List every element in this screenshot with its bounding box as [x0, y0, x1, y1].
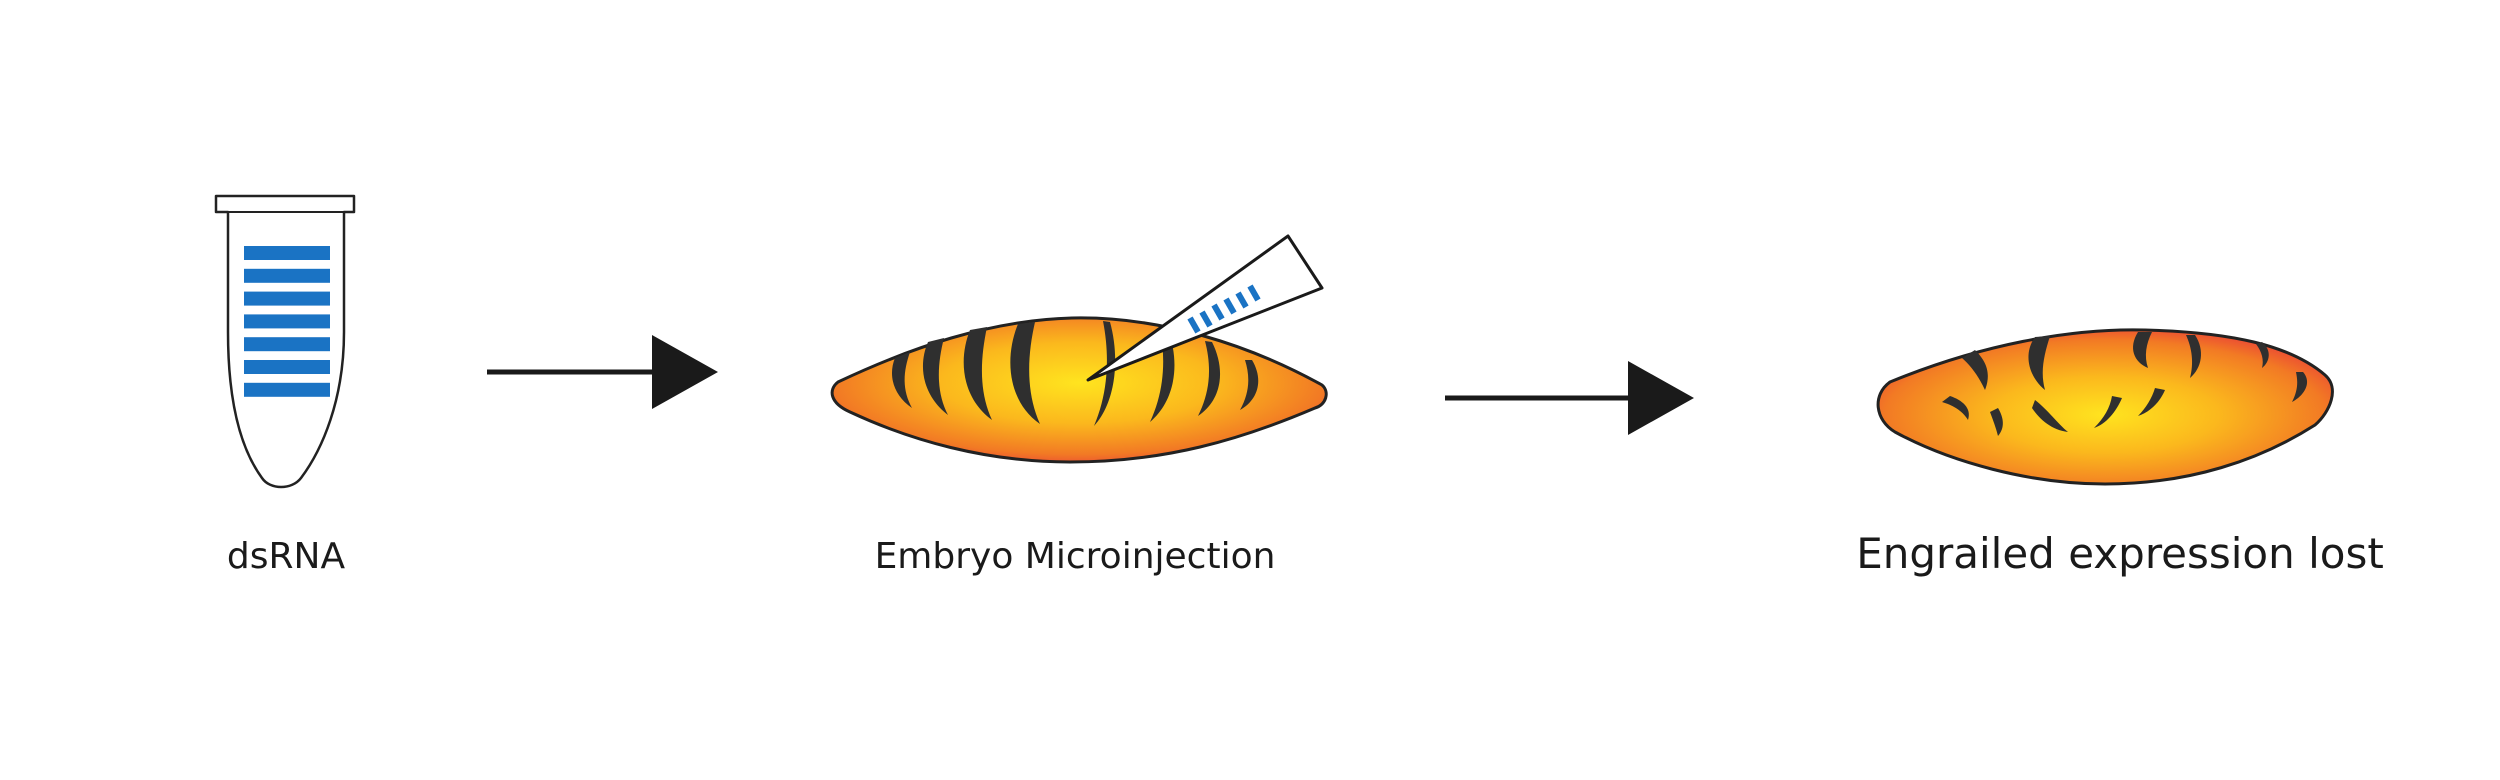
step-label-microinjection: Embryo Microinjection: [875, 536, 1276, 577]
dsrna-band: [244, 291, 330, 306]
step-dsrna: dsRNA: [214, 194, 356, 577]
embryo-injected: [830, 316, 1328, 464]
dsrna-band: [244, 268, 330, 283]
arrow-right-icon: [487, 335, 718, 409]
arrow-right-icon: [1445, 361, 1694, 435]
embryo-phenotype: [1876, 328, 2334, 486]
injection-needle-icon: [1086, 234, 1324, 382]
microcentrifuge-tube-icon: [214, 194, 356, 489]
dsrna-band: [244, 314, 330, 329]
embryo-body: [830, 316, 1328, 464]
step-embryo-microinjection: Embryo Microinjection: [830, 234, 1328, 577]
dsrna-band: [244, 246, 330, 260]
dsrna-band: [244, 337, 330, 352]
dsrna-band: [244, 382, 330, 397]
step-engrailed-expression-lost: Engrailed expression lost: [1856, 328, 2384, 578]
residual-stripes: [1942, 332, 2308, 436]
dsrna-bands: [244, 246, 330, 397]
needle-dsrna-bands: [1187, 284, 1261, 334]
step-label-dsrna: dsRNA: [227, 536, 346, 577]
dsrna-band: [244, 360, 330, 374]
embryo-body: [1876, 328, 2334, 486]
step-label-engrailed-lost: Engrailed expression lost: [1856, 529, 2384, 578]
engrailed-stripes: [891, 321, 1259, 426]
